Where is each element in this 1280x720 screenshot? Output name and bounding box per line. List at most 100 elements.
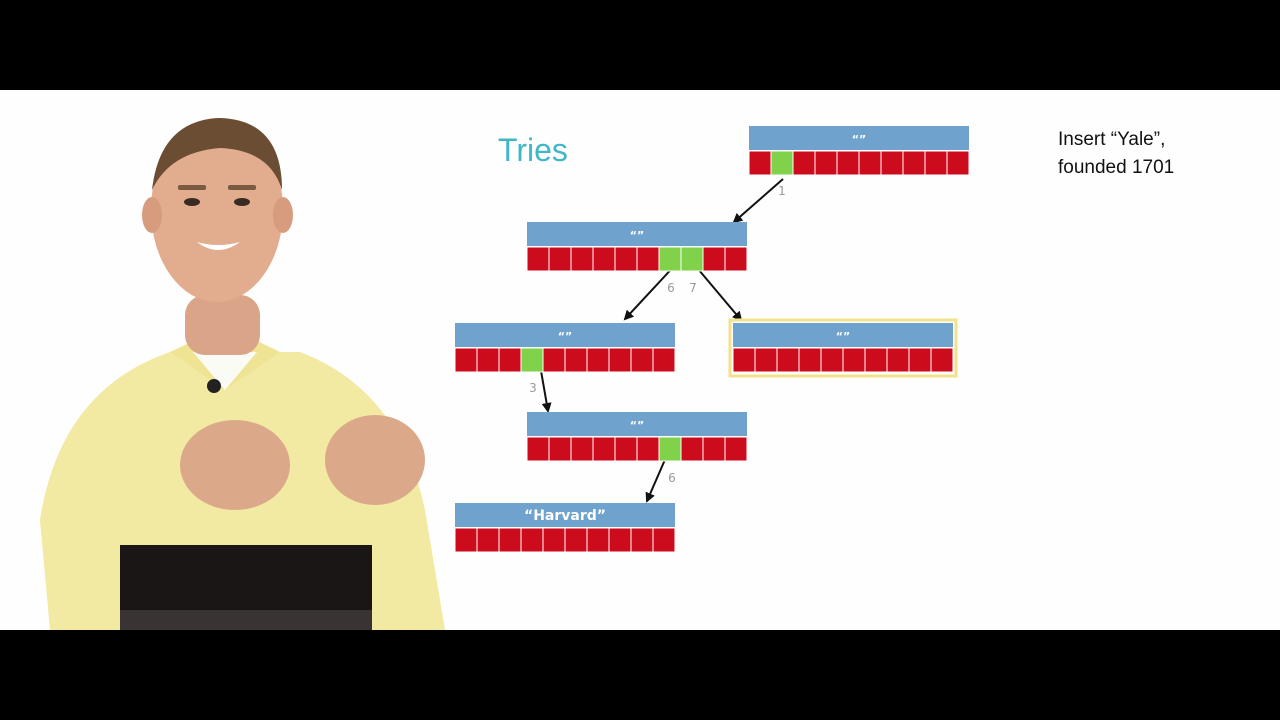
selected-node-border: [728, 318, 958, 378]
child-pointer-cell: [592, 246, 616, 272]
child-pointer-cell: [498, 347, 522, 373]
child-pointer-cell: [702, 246, 726, 272]
child-pointer-cell: [614, 436, 638, 462]
child-pointer-cell-active: [520, 347, 544, 373]
child-pointer-cell: [608, 527, 632, 553]
trie-node-header: [527, 222, 747, 246]
child-pointer-cell: [498, 527, 522, 553]
child-pointer-cell: [732, 347, 756, 373]
edge-index-label: 3: [529, 381, 537, 395]
child-pointer-cell-active: [680, 246, 704, 272]
child-pointer-cell: [880, 150, 904, 176]
insert-note: Insert “Yale”, founded 1701: [1058, 126, 1174, 182]
trie-node-n17: “”: [728, 318, 958, 378]
child-pointer-cell: [564, 347, 588, 373]
child-pointer-cell: [564, 527, 588, 553]
child-pointer-cell: [652, 527, 676, 553]
child-pointer-cell: [526, 436, 550, 462]
trie-node-harvard: “Harvard”: [454, 503, 676, 553]
child-pointer-cell: [592, 436, 616, 462]
child-pointer-cell: [570, 436, 594, 462]
trie-edge-arrow: [623, 262, 678, 321]
child-pointer-cell: [702, 436, 726, 462]
child-pointer-cell: [798, 347, 822, 373]
insert-note-line1: Insert “Yale”,: [1058, 129, 1166, 150]
trie-edge-arrow: [539, 364, 552, 413]
child-pointer-cell: [886, 347, 910, 373]
child-pointer-cell: [520, 527, 544, 553]
trie-node-n16: “”: [454, 323, 676, 373]
child-pointer-cell: [864, 347, 888, 373]
trie-node-label: “Harvard”: [524, 508, 606, 524]
child-pointer-cell: [754, 347, 778, 373]
child-pointer-cell: [902, 150, 926, 176]
child-pointer-cell: [842, 347, 866, 373]
trie-node-n163: “”: [526, 412, 748, 462]
child-pointer-cell: [946, 150, 970, 176]
edge-index-label: 7: [689, 281, 697, 295]
child-pointer-cell: [570, 246, 594, 272]
trie-node-header: [749, 126, 969, 150]
child-pointer-cell: [636, 246, 660, 272]
child-pointer-cell: [792, 150, 816, 176]
child-pointer-cell: [548, 246, 572, 272]
child-pointer-cell: [476, 347, 500, 373]
presenter-figure: [40, 118, 445, 630]
child-pointer-cell: [724, 436, 748, 462]
trie-edge-arrow: [732, 178, 784, 224]
insert-note-line2: founded 1701: [1058, 157, 1175, 178]
child-pointer-cell: [908, 347, 932, 373]
trie-node-label: “”: [852, 133, 866, 146]
edge-index-label: 6: [667, 281, 675, 295]
trie-node-label: “”: [836, 330, 850, 343]
trie-nodes: “” “” “” “” “” “Harvard”: [454, 126, 970, 553]
trie-node-label: “”: [630, 229, 644, 242]
edge-index-label: 1: [778, 184, 786, 198]
trie-node-root: “”: [748, 126, 970, 176]
child-pointer-cell: [748, 150, 772, 176]
child-pointer-cell: [820, 347, 844, 373]
child-pointer-cell: [924, 150, 948, 176]
child-pointer-cell: [776, 347, 800, 373]
child-pointer-cell: [542, 527, 566, 553]
child-pointer-cell: [542, 347, 566, 373]
trie-node-header: [455, 503, 675, 527]
child-pointer-cell: [608, 347, 632, 373]
child-pointer-cell: [680, 436, 704, 462]
trie-node-label: “”: [558, 330, 572, 343]
child-pointer-cell-active: [770, 150, 794, 176]
trie-node-n1: “”: [526, 222, 748, 272]
child-pointer-cell: [614, 246, 638, 272]
child-pointer-cell: [636, 436, 660, 462]
child-pointer-cell-active: [658, 246, 682, 272]
child-pointer-cell: [930, 347, 954, 373]
child-pointer-cell: [454, 527, 478, 553]
trie-node-header: [455, 323, 675, 347]
trie-node-label: “”: [630, 419, 644, 432]
child-pointer-cell: [630, 347, 654, 373]
child-pointer-cell: [526, 246, 550, 272]
child-pointer-cell: [652, 347, 676, 373]
child-pointer-cell: [586, 527, 610, 553]
child-pointer-cell: [858, 150, 882, 176]
child-pointer-cell: [630, 527, 654, 553]
edge-index-label: 6: [668, 471, 676, 485]
trie-node-header: [733, 323, 953, 347]
slide-title: Tries: [498, 132, 568, 168]
child-pointer-cell: [454, 347, 478, 373]
trie-node-header: [527, 412, 747, 436]
child-pointer-cell: [814, 150, 838, 176]
child-pointer-cell: [586, 347, 610, 373]
letterbox-top: [0, 0, 1280, 90]
child-pointer-cell-active: [658, 436, 682, 462]
child-pointer-cell: [724, 246, 748, 272]
trie-edge-arrow: [645, 454, 668, 503]
trie-edge-arrow: [692, 262, 743, 322]
child-pointer-cell: [836, 150, 860, 176]
child-pointer-cell: [548, 436, 572, 462]
letterbox-bottom: [0, 630, 1280, 720]
child-pointer-cell: [476, 527, 500, 553]
